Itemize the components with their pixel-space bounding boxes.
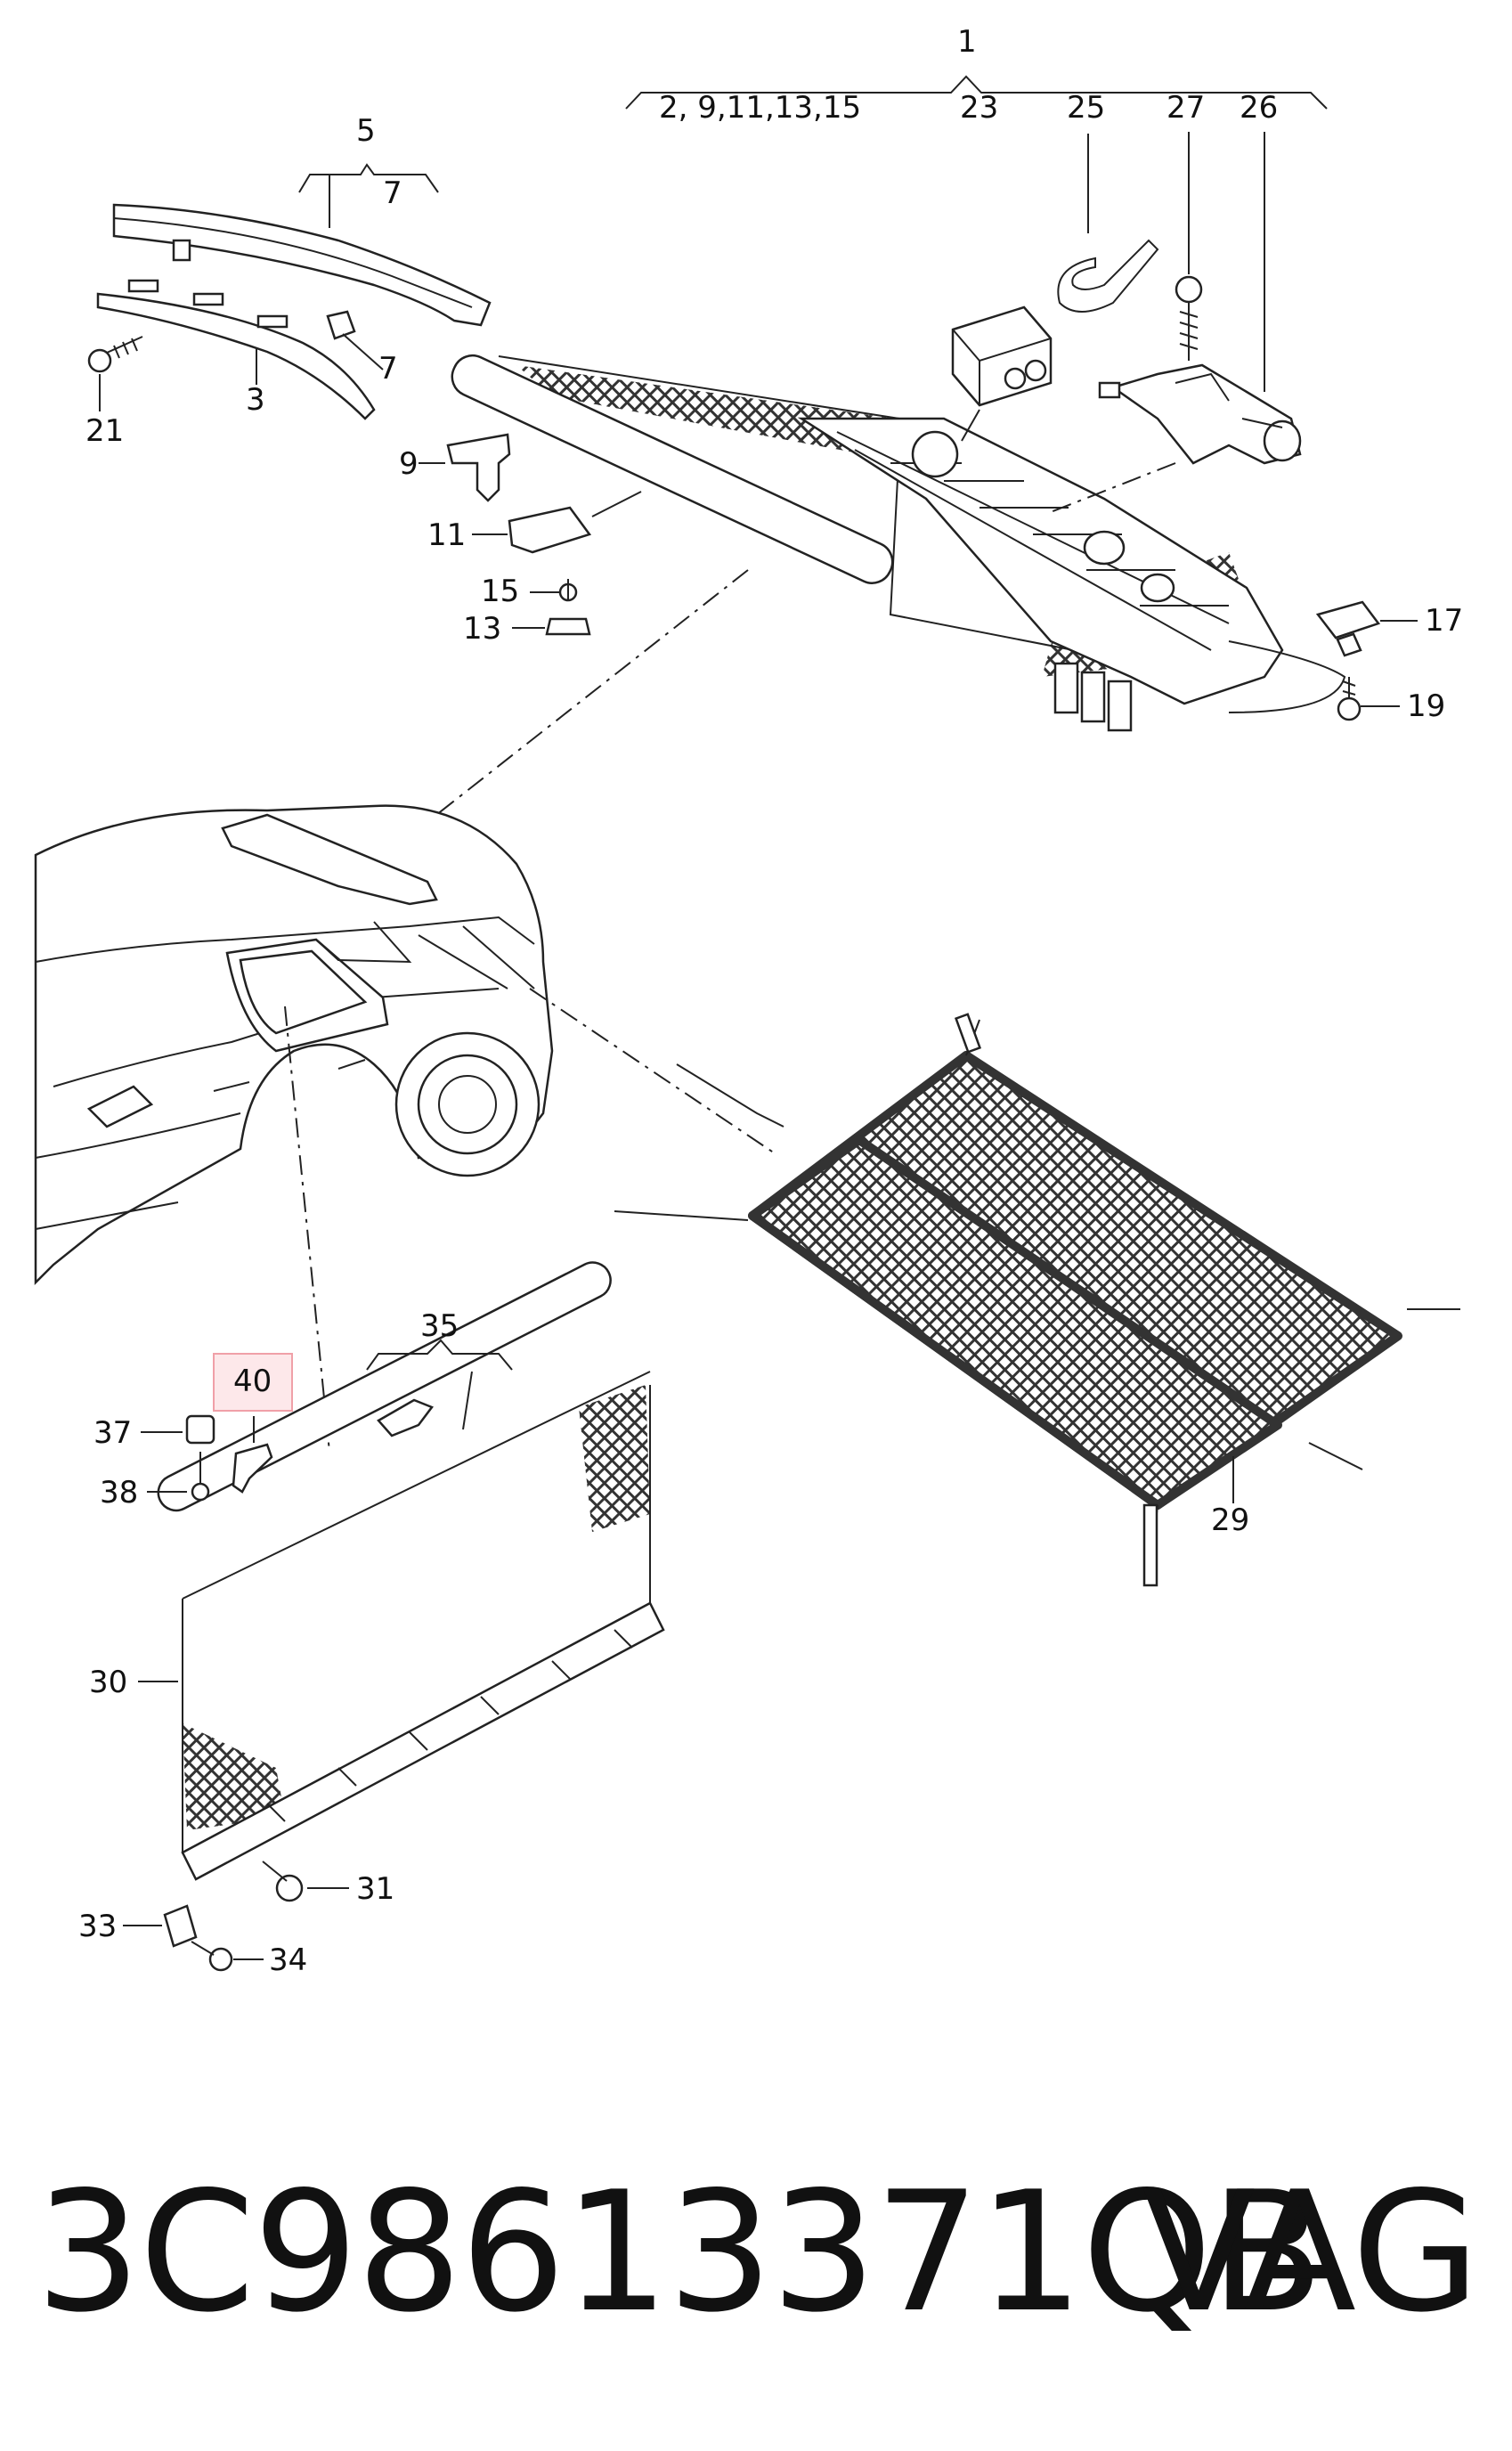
callout-33: 33 — [78, 1909, 117, 1944]
footer: 3C98613371QB VAG — [36, 2155, 1480, 2349]
callout-1: 1 — [957, 24, 977, 60]
callout-21: 21 — [85, 413, 124, 449]
callout-labels: 1 2, 9,11,13,15 23 25 27 26 5 7 7 3 21 9… — [78, 24, 1463, 1978]
callout-34: 34 — [269, 1942, 307, 1978]
leader-car-to-net — [529, 988, 776, 1154]
callout-7-clip: 7 — [378, 351, 398, 387]
callout-15: 15 — [481, 574, 519, 609]
luggage-net — [614, 1013, 1460, 1587]
callout-5: 5 — [356, 113, 376, 149]
callout-38: 38 — [100, 1475, 138, 1510]
small-clips — [419, 433, 642, 636]
callout-26: 26 — [1240, 90, 1278, 126]
callout-11: 11 — [427, 517, 466, 553]
callout-35: 35 — [420, 1308, 459, 1344]
highlight-box-40 — [213, 1353, 293, 1412]
group-bracket-35 — [366, 1339, 513, 1371]
callout-17: 17 — [1425, 603, 1463, 639]
motor-assembly — [1050, 132, 1302, 513]
callout-37: 37 — [93, 1415, 132, 1451]
callout-23: 23 — [960, 90, 998, 126]
callout-2-group: 2, 9,11,13,15 — [659, 90, 861, 126]
callout-19: 19 — [1407, 688, 1445, 724]
group-bracket-1 — [625, 75, 1328, 110]
callout-29: 29 — [1211, 1502, 1249, 1538]
callout-25: 25 — [1067, 90, 1105, 126]
rear-shelf-trim — [87, 203, 492, 420]
callout-27: 27 — [1167, 90, 1205, 126]
leader-sunblind-to-car — [373, 569, 749, 865]
callout-13: 13 — [463, 611, 501, 647]
callout-7-top: 7 — [383, 175, 402, 211]
rear-window-sunblind — [451, 354, 1346, 732]
car-outline — [34, 804, 554, 1286]
partition-roller — [123, 1261, 665, 1972]
callout-3: 3 — [246, 382, 265, 418]
part-number: 3C98613371QB — [36, 2155, 1324, 2349]
callout-31: 31 — [356, 1871, 394, 1907]
callout-9: 9 — [399, 446, 419, 482]
callout-40: 40 — [233, 1364, 272, 1399]
control-unit — [951, 305, 1053, 442]
group-bracket-5 — [298, 163, 439, 228]
cable-tie — [1057, 134, 1159, 313]
brand-label: VAG — [1142, 2155, 1480, 2349]
callout-30: 30 — [89, 1665, 127, 1700]
right-clips — [1315, 600, 1418, 721]
